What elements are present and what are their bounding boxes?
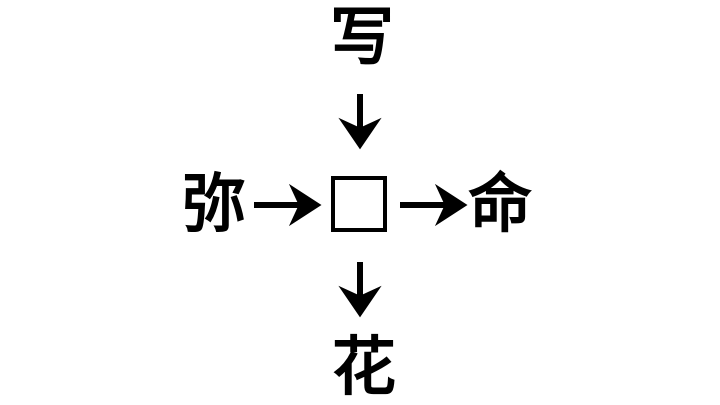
arrow-right-icon-left [254, 183, 322, 227]
arrow-down-icon-top [338, 94, 382, 150]
prompt-kanji-right: 命 [468, 168, 532, 242]
prompt-kanji-bottom: 花 [332, 331, 396, 405]
prompt-kanji-top: 写 [330, 1, 394, 75]
arrow-down-icon-bottom [338, 262, 382, 318]
answer-slot-square[interactable] [331, 176, 387, 232]
arrow-right-icon-right [400, 183, 468, 227]
prompt-kanji-left: 弥 [182, 168, 246, 242]
